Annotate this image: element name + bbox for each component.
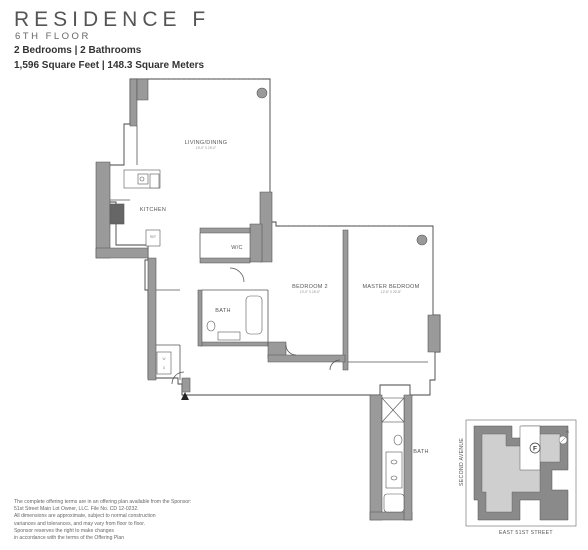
square-footage: 1,596 Square Feet | 148.3 Square Meters [14,60,205,71]
wall-column-center-b [249,223,263,263]
wall-bedroom-south [267,354,346,363]
appliance-ref-label: REF [150,235,156,239]
street-second-avenue: SECOND AVENUE [459,438,465,486]
room-label-wic: W/C [231,245,243,251]
room-dims-bedroom2: 10'-0" X 15'-0" [300,290,320,294]
disclaimer-line: variances and tolerances, and may vary f… [14,520,146,527]
entry-triangle [181,392,189,400]
kitchen-range [109,203,125,225]
wall-kitchen-west [95,161,111,259]
wall-bath2-west [369,394,383,521]
wall-entry [181,377,191,393]
residence-title: RESIDENCE F [14,8,211,31]
offering-disclaimer: The complete offering terms are in an of… [14,499,304,542]
wall-wic-north [199,227,251,234]
wall-master-east-pier [427,314,441,353]
column-master [416,234,428,246]
vanity-1 [217,331,241,341]
room-label-bath2: BATH [413,449,428,455]
room-count: 2 Bedrooms | 2 Bathrooms [14,45,142,56]
disclaimer-line: All dimensions are approximate, subject … [14,513,156,520]
bathtub-1 [245,295,263,335]
room-label-master: MASTER BEDROOM [362,284,419,290]
disclaimer-line: Sponsor reserves the right to make chang… [14,527,114,534]
floor-label: 6TH FLOOR [15,31,91,42]
wall-corridor-west [147,257,157,381]
disclaimer-line: in accordance with the terms of the Offe… [14,535,125,542]
keyplan-north-label: N [566,429,569,434]
key-plan: F N SECOND AVENUE EAST 51ST STREET [459,419,577,536]
room-label-bedroom2: BEDROOM 2 [292,284,328,290]
room-label-living: LIVING/DINING [185,140,228,146]
room-dims-living: 19'-0" X 19'-0" [196,146,216,150]
disclaimer-line: The complete offering terms are in an of… [14,499,192,505]
appliance-wd-label: D [163,366,166,370]
vanity-2 [385,451,403,489]
wall-bath2-east [403,394,413,521]
keyplan-unit-marker: F [533,446,537,453]
toilet-1 [206,320,216,332]
kitchen-ref [145,229,161,247]
appliance-wd-label: W [162,357,165,361]
wall-bedroom-partition [342,229,349,371]
toilet-2 [393,434,403,446]
exterior-outline [107,78,441,396]
room-dims-master: 12'-6" X 20'-8" [381,290,401,294]
room-label-bath1: BATH [215,308,230,314]
bathtub-2 [383,493,405,513]
wall-wic-south [199,257,251,264]
washer-dryer [156,351,172,375]
column-living [256,87,268,99]
wall-bath1-west [197,289,203,347]
street-east-51st: EAST 51ST STREET [499,530,553,536]
wall-kitchen-south [95,247,149,259]
wall-west-living [129,78,138,127]
kitchen-island [149,173,160,189]
disclaimer-line: 51st Street Main Lot Owner, LLC. File No… [14,506,139,513]
wall-top-left-pillar [136,78,149,101]
room-label-kitchen: KITCHEN [140,207,166,213]
